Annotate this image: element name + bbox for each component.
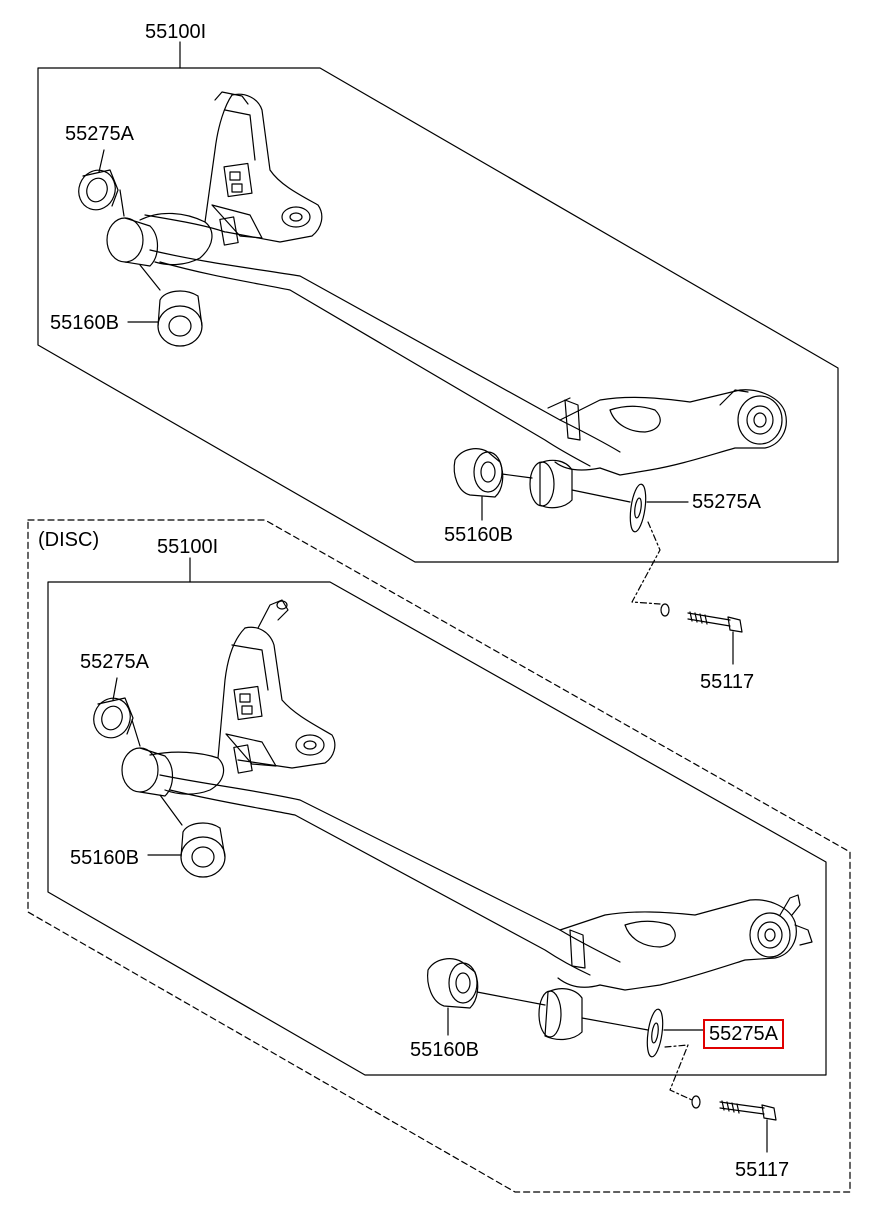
pivot-collar-right — [538, 988, 649, 1041]
bushing-left-part — [147, 822, 226, 878]
bushing-seat-left-part — [93, 677, 134, 739]
disc-bolt-label: 55117 — [735, 1159, 790, 1181]
bolt-part — [660, 603, 743, 665]
disc-variant-label: (DISC) — [38, 529, 100, 551]
upper-bushing-left-label: 55160B — [50, 312, 119, 334]
disc-bushing-left-label: 55160B — [70, 847, 139, 869]
bushing-seat-left-part — [78, 149, 119, 211]
upper-bushing-seat-right-label: 55275A — [692, 491, 761, 513]
bushing-left-part — [127, 290, 203, 347]
torsion-beam-axle — [139, 91, 787, 476]
disc-variant-frame — [27, 519, 851, 1193]
upper-assembly-part-number: 55100I — [145, 21, 207, 43]
torsion-beam-axle — [149, 599, 813, 991]
bushing-right-part — [453, 448, 533, 521]
disc-assembly-part-number: 55100I — [157, 536, 219, 558]
upper-bushing-seat-left-label: 55275A — [65, 123, 134, 145]
bolt-part — [691, 1095, 777, 1153]
assembly-frame — [37, 67, 839, 563]
bushing-right-part — [427, 958, 546, 1036]
upper-bushing-right-label: 55160B — [444, 524, 513, 546]
disc-assembly — [27, 519, 851, 1193]
pivot-collar-left — [106, 189, 161, 291]
leader-line — [98, 149, 105, 173]
disc-bushing-seat-right-label-highlighted[interactable]: 55275A — [703, 1019, 784, 1049]
leader-line — [112, 677, 118, 701]
bushing-seat-right-part — [629, 483, 689, 533]
disc-bushing-seat-left-label: 55275A — [80, 651, 149, 673]
bushing-seat-right-part — [646, 1008, 705, 1058]
pivot-collar-right — [529, 459, 631, 509]
disc-bushing-right-label: 55160B — [410, 1039, 479, 1061]
pivot-collar-left — [121, 719, 183, 826]
upper-bolt-label: 55117 — [700, 671, 755, 693]
upper-assembly — [37, 41, 839, 665]
assembly-frame — [47, 581, 827, 1076]
